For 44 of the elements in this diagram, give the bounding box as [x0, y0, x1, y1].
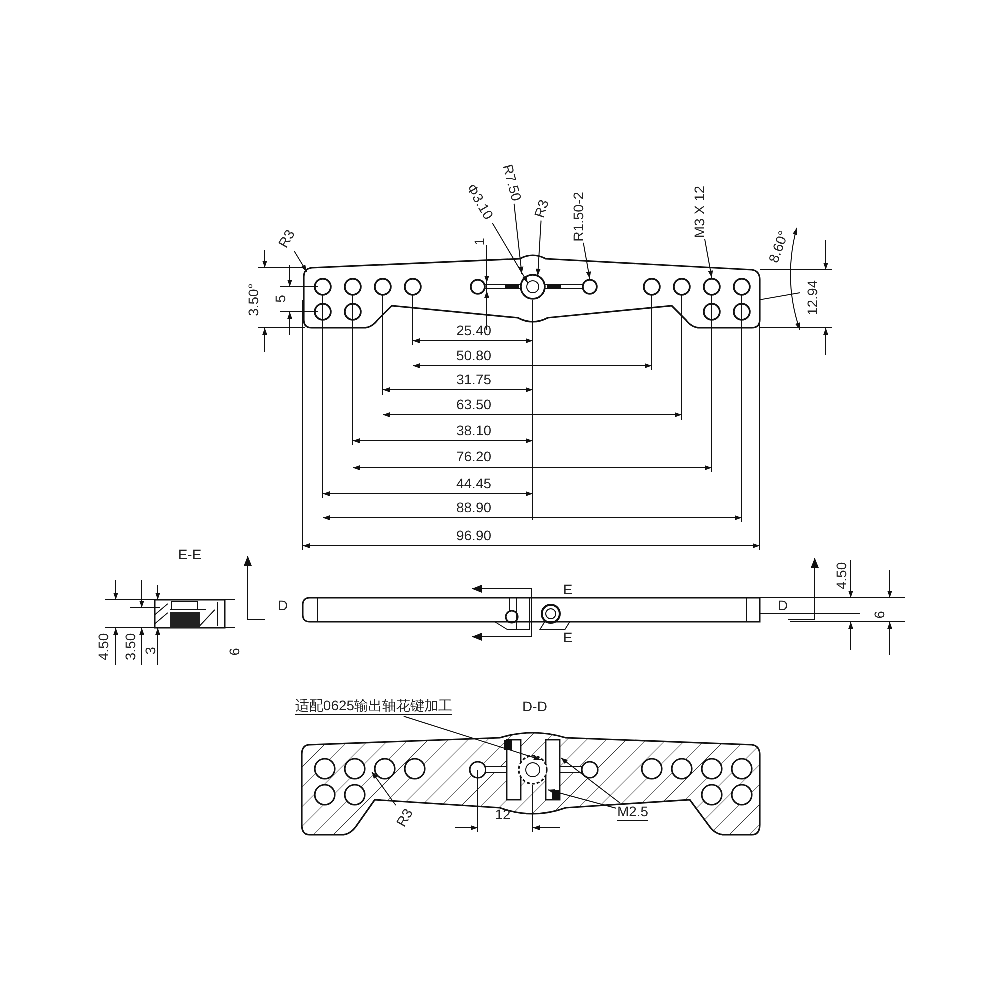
dimension-label: 88.90 — [456, 500, 492, 516]
leader-line — [403, 716, 542, 760]
leader-line — [548, 789, 617, 810]
dimension-label: 4.50 — [834, 562, 850, 590]
callout-text: R3 — [532, 198, 552, 220]
callout-text: M2.5 — [617, 804, 649, 822]
leader-line — [583, 242, 592, 280]
dimension-label: D-D — [522, 700, 548, 714]
leader-line — [514, 203, 524, 274]
dimension-label: 12.94 — [806, 280, 820, 316]
dimension-label: 12 — [495, 808, 511, 822]
dimension-label: 4.50 — [96, 633, 112, 661]
callout-text: R1.50-2 — [572, 192, 586, 242]
callout-text: R7.50 — [500, 163, 524, 203]
leader-line — [536, 220, 542, 276]
dimension-label: 25.40 — [456, 324, 492, 338]
dimension-label: E — [563, 630, 573, 646]
leader-line — [492, 222, 528, 284]
dimension-label: 8.60° — [766, 229, 792, 265]
dimension-label: D — [778, 598, 788, 614]
dimension-label: 1 — [472, 238, 488, 246]
dimension-label: 6 — [228, 648, 242, 656]
dimension-label: E-E — [178, 548, 202, 562]
dimension-label: 3.50° — [246, 284, 262, 316]
dimension-label: 50.80 — [456, 348, 492, 364]
dimension-label: 6 — [872, 611, 888, 619]
note-text: 适配0625输出轴花键加工 — [295, 698, 453, 716]
callout-text: M3 X 12 — [692, 186, 708, 238]
dimension-label: 44.45 — [456, 476, 492, 492]
leader-line — [704, 238, 714, 278]
callout-text: R3 — [394, 806, 416, 830]
dimension-label: D — [278, 598, 288, 614]
callout-text: R3 — [276, 228, 298, 250]
dimension-label: 3.50 — [124, 633, 138, 661]
dimension-label: 38.10 — [456, 424, 492, 438]
dimension-label: 76.20 — [456, 450, 492, 464]
dimension-label: E — [563, 582, 573, 598]
dimension-label: 63.50 — [456, 398, 492, 412]
dimension-label: 5 — [274, 295, 288, 303]
dimension-label: 3 — [144, 647, 158, 655]
dimension-label: 31.75 — [456, 372, 492, 388]
leader-line — [560, 758, 622, 804]
dimension-label: 96.90 — [456, 528, 492, 544]
leader-line — [294, 251, 308, 272]
